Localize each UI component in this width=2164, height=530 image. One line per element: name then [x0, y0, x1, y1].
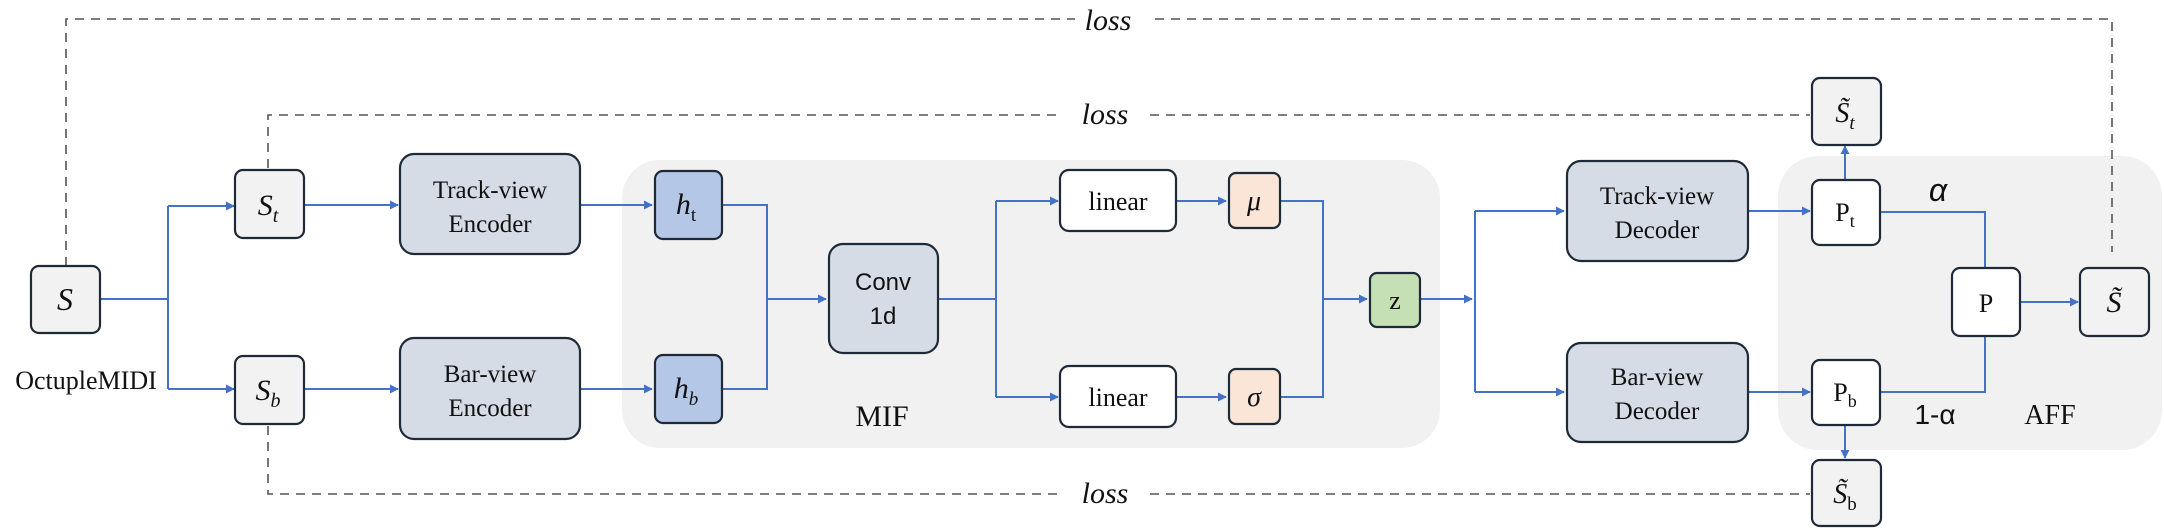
output-track-box — [1810, 76, 1883, 147]
output-bar-label: S̃b — [1833, 479, 1857, 515]
bar-encoder-box — [398, 336, 582, 441]
alpha-label: α — [1929, 172, 1948, 208]
bar-encoder-label-line1: Bar-view — [444, 361, 537, 388]
outer-loss-label: loss — [1085, 4, 1132, 37]
track-encoder-box — [398, 152, 582, 256]
output-fused-label: S̃ — [2107, 286, 2123, 319]
mif-module-label: MIF — [855, 400, 908, 433]
fused-p-box — [1950, 266, 2022, 338]
track-decoder-label-line1: Track-view — [1600, 183, 1714, 210]
one-minus-alpha-label: 1-α — [1914, 399, 1955, 430]
linear-top-label: linear — [1088, 187, 1148, 216]
pb-to-fused-line — [1880, 336, 1986, 393]
track-loss-line-left — [267, 114, 1058, 168]
bar-loss-line-left — [267, 426, 1058, 495]
pt-box — [1810, 178, 1882, 247]
output-bar-box — [1810, 458, 1883, 528]
pt-label: Pt — [1835, 198, 1854, 231]
track-encoder-label-line2: Encoder — [448, 211, 532, 238]
track-loss-label: loss — [1082, 98, 1129, 131]
pb-box — [1810, 358, 1882, 427]
input-sequence-box — [29, 264, 102, 335]
pb-label: Pb — [1833, 378, 1856, 411]
linear-bottom-label: linear — [1088, 383, 1148, 412]
latent-z-box — [1368, 271, 1422, 329]
mif-module-region — [622, 160, 1440, 448]
pt-to-fused-line — [1880, 211, 1986, 268]
bar-loss-label: loss — [1082, 477, 1129, 510]
track-hidden-label: ht — [676, 188, 697, 226]
sigma-box — [1227, 367, 1282, 426]
hidden-merge-line — [722, 204, 768, 390]
track-encoder-label-line1: Track-view — [433, 177, 547, 204]
latent-z-label: z — [1389, 286, 1401, 315]
outer-loss-line-right — [1155, 18, 2113, 252]
bar-hidden-box — [653, 353, 724, 425]
bar-decoder-label-line2: Decoder — [1615, 398, 1700, 425]
conv1d-label-line2: 1d — [870, 303, 897, 330]
aff-module-label: AFF — [2024, 400, 2075, 431]
output-track-label: S̃t — [1835, 98, 1855, 134]
input-symbol: S — [57, 281, 73, 317]
input-dataset-label: OctupleMIDI — [15, 366, 157, 395]
output-fused-box — [2078, 266, 2151, 338]
bar-encoder-label-line2: Encoder — [448, 395, 532, 422]
bar-decoder-label-line1: Bar-view — [1611, 364, 1704, 391]
fused-p-label: P — [1979, 289, 1993, 318]
track-decoder-box — [1565, 159, 1750, 263]
bar-sequence-label: Sb — [256, 374, 281, 412]
track-hidden-box — [653, 169, 724, 241]
linear-bottom-box — [1058, 364, 1178, 429]
bar-sequence-box — [233, 354, 306, 426]
track-sequence-label: St — [258, 189, 279, 227]
linear-top-box — [1058, 168, 1178, 233]
conv1d-box — [827, 242, 940, 355]
bar-decoder-box — [1565, 341, 1750, 444]
track-sequence-box — [233, 168, 306, 240]
track-decoder-label-line2: Decoder — [1615, 217, 1700, 244]
mu-box — [1227, 171, 1282, 230]
conv1d-label-line1: Conv — [855, 269, 911, 296]
bar-hidden-label: hb — [674, 372, 699, 410]
outer-loss-line-left — [65, 18, 1075, 266]
mu-label: μ — [1246, 186, 1261, 217]
sigma-label: σ — [1247, 382, 1262, 413]
